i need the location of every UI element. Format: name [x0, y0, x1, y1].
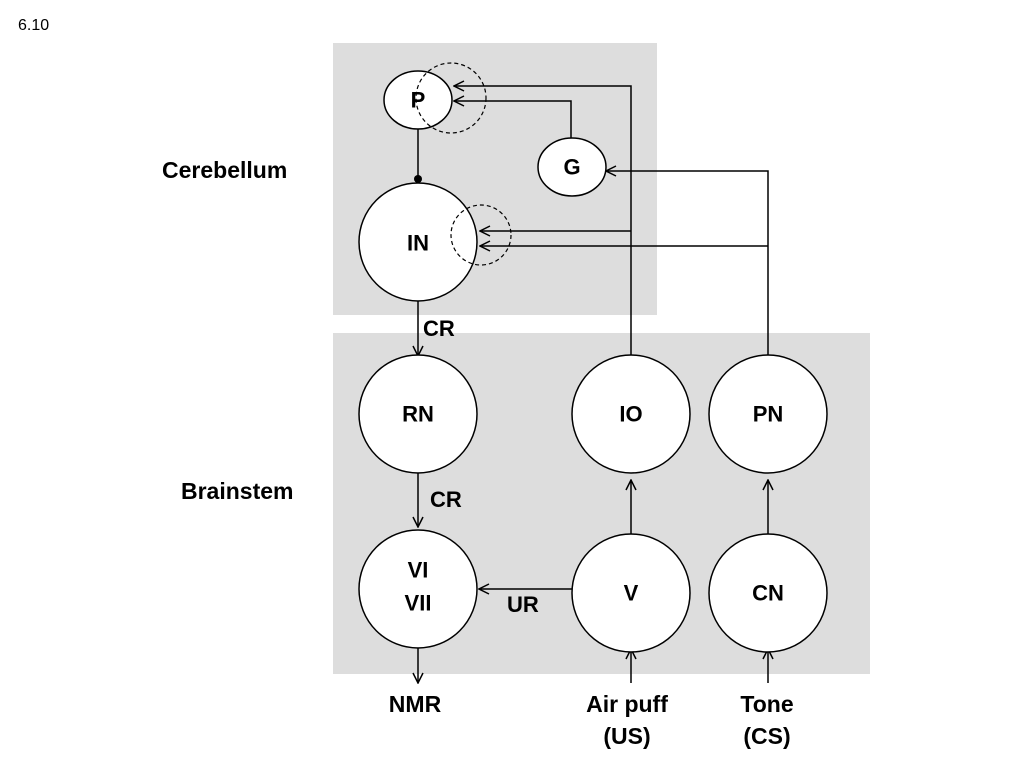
cr-label-lower: CR: [430, 487, 462, 512]
p-label: P: [411, 88, 426, 113]
pn-label: PN: [753, 402, 784, 427]
v-node: [571, 533, 691, 653]
cerebellum-label: Cerebellum: [162, 157, 287, 183]
p-synapse-zone: [415, 62, 487, 134]
rn-node: [358, 354, 478, 474]
in-synapse-zone: [450, 204, 512, 266]
rn-label: RN: [402, 402, 434, 427]
v-label: V: [624, 581, 639, 606]
cr-label-upper: CR: [423, 316, 455, 341]
pn-node: [708, 354, 828, 474]
g-node: [537, 137, 607, 197]
ur-label: UR: [507, 592, 539, 617]
nmr-label: NMR: [389, 691, 442, 717]
p-node: [383, 70, 453, 130]
g-label: G: [563, 155, 580, 180]
cn-node: [708, 533, 828, 653]
air-puff-label: Air puff: [586, 691, 668, 717]
brainstem-label: Brainstem: [181, 478, 293, 504]
in-label: IN: [407, 231, 429, 256]
io-node: [571, 354, 691, 474]
figure-number: 6.10: [18, 17, 49, 34]
io-to-p-connection: [454, 86, 632, 357]
cs-label: (CS): [743, 723, 790, 749]
vi-label: VI: [408, 558, 429, 583]
pn-to-g-connection: [606, 171, 769, 357]
in-node: [358, 182, 478, 302]
io-label: IO: [619, 402, 642, 427]
inhibitory-terminal: [414, 175, 422, 183]
vi-vii-node: [358, 529, 478, 649]
tone-label: Tone: [740, 691, 793, 717]
vii-label: VII: [405, 591, 432, 616]
cn-label: CN: [752, 581, 784, 606]
us-label: (US): [603, 723, 650, 749]
g-to-p-connection: [454, 101, 572, 138]
